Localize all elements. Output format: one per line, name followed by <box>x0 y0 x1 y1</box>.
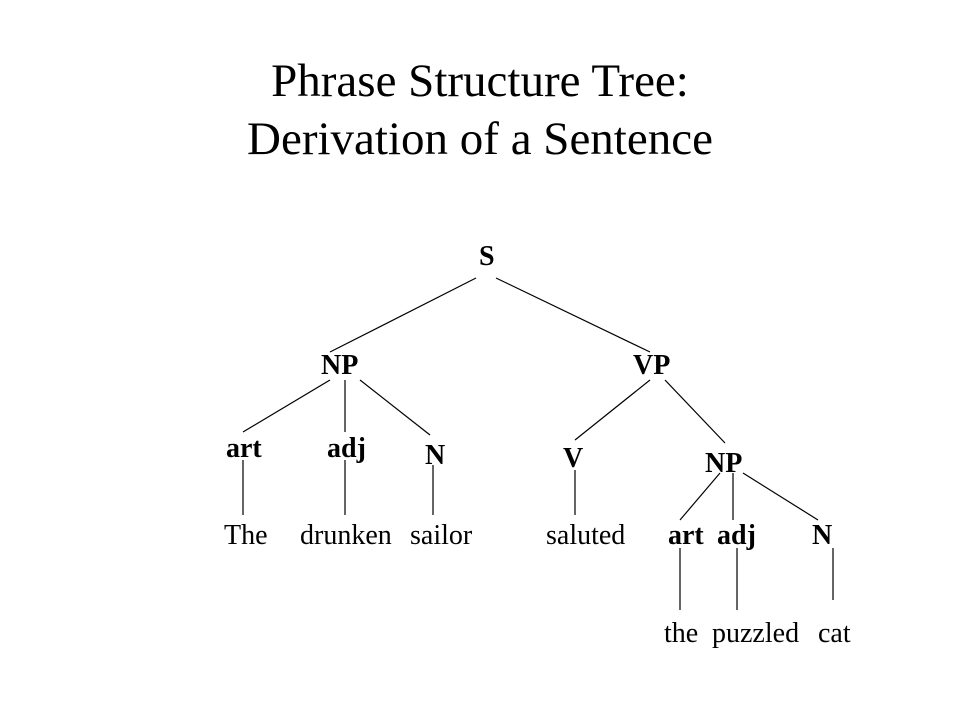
node-v: V <box>563 443 584 474</box>
node-art: art <box>226 433 262 464</box>
edge-np-n2 <box>742 472 819 521</box>
edge-s-np <box>329 277 477 353</box>
edge-np-n <box>359 379 431 436</box>
word-drunken: drunken <box>300 520 392 551</box>
edge-vp-np <box>664 379 726 444</box>
word-cat: cat <box>818 618 851 649</box>
node-n: N <box>425 440 446 471</box>
word-the-object: the <box>664 618 699 649</box>
word-puzzled: puzzled <box>712 618 800 649</box>
edge-vp-v <box>574 379 651 441</box>
slide-title: Phrase Structure Tree: Derivation of a S… <box>0 52 960 168</box>
node-s: S <box>479 241 495 272</box>
node-n-object: N <box>812 520 833 551</box>
node-np-object: NP <box>705 448 743 479</box>
title-line-2: Derivation of a Sentence <box>247 113 713 165</box>
node-adj-object: adj <box>717 520 756 551</box>
word-sailor: sailor <box>410 520 473 551</box>
node-np-subject: NP <box>321 350 359 381</box>
node-adj: adj <box>327 433 366 464</box>
node-vp: VP <box>633 350 671 381</box>
title-line-1: Phrase Structure Tree: <box>271 55 689 107</box>
word-saluted: saluted <box>546 520 626 551</box>
node-art-object: art <box>668 520 704 551</box>
edge-s-vp <box>495 277 651 353</box>
word-the: The <box>224 520 268 551</box>
edge-np-art2 <box>679 472 721 521</box>
edge-np-art <box>242 379 331 433</box>
